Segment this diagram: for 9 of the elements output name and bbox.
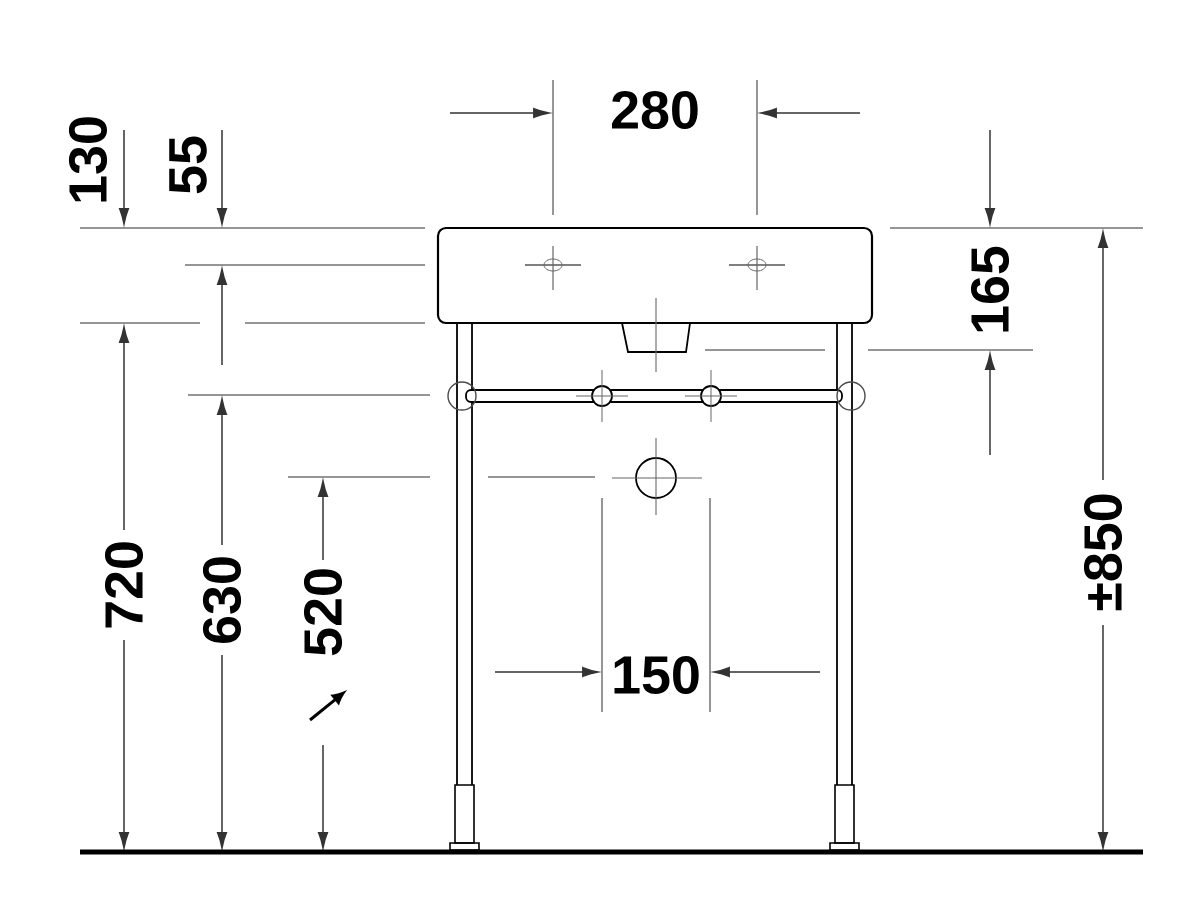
dimension-label: 55 [168,134,208,196]
dimension-label: 150 [610,654,702,696]
dimension-label: 280 [609,89,701,131]
dimension-label: 165 [969,244,1011,336]
dimension-label: 720 [103,539,145,631]
dimension-label: 520 [302,566,344,658]
dimension-label: 630 [201,554,243,646]
dimension-label: ±850 [1082,491,1124,613]
dimension-label: 130 [67,114,109,206]
